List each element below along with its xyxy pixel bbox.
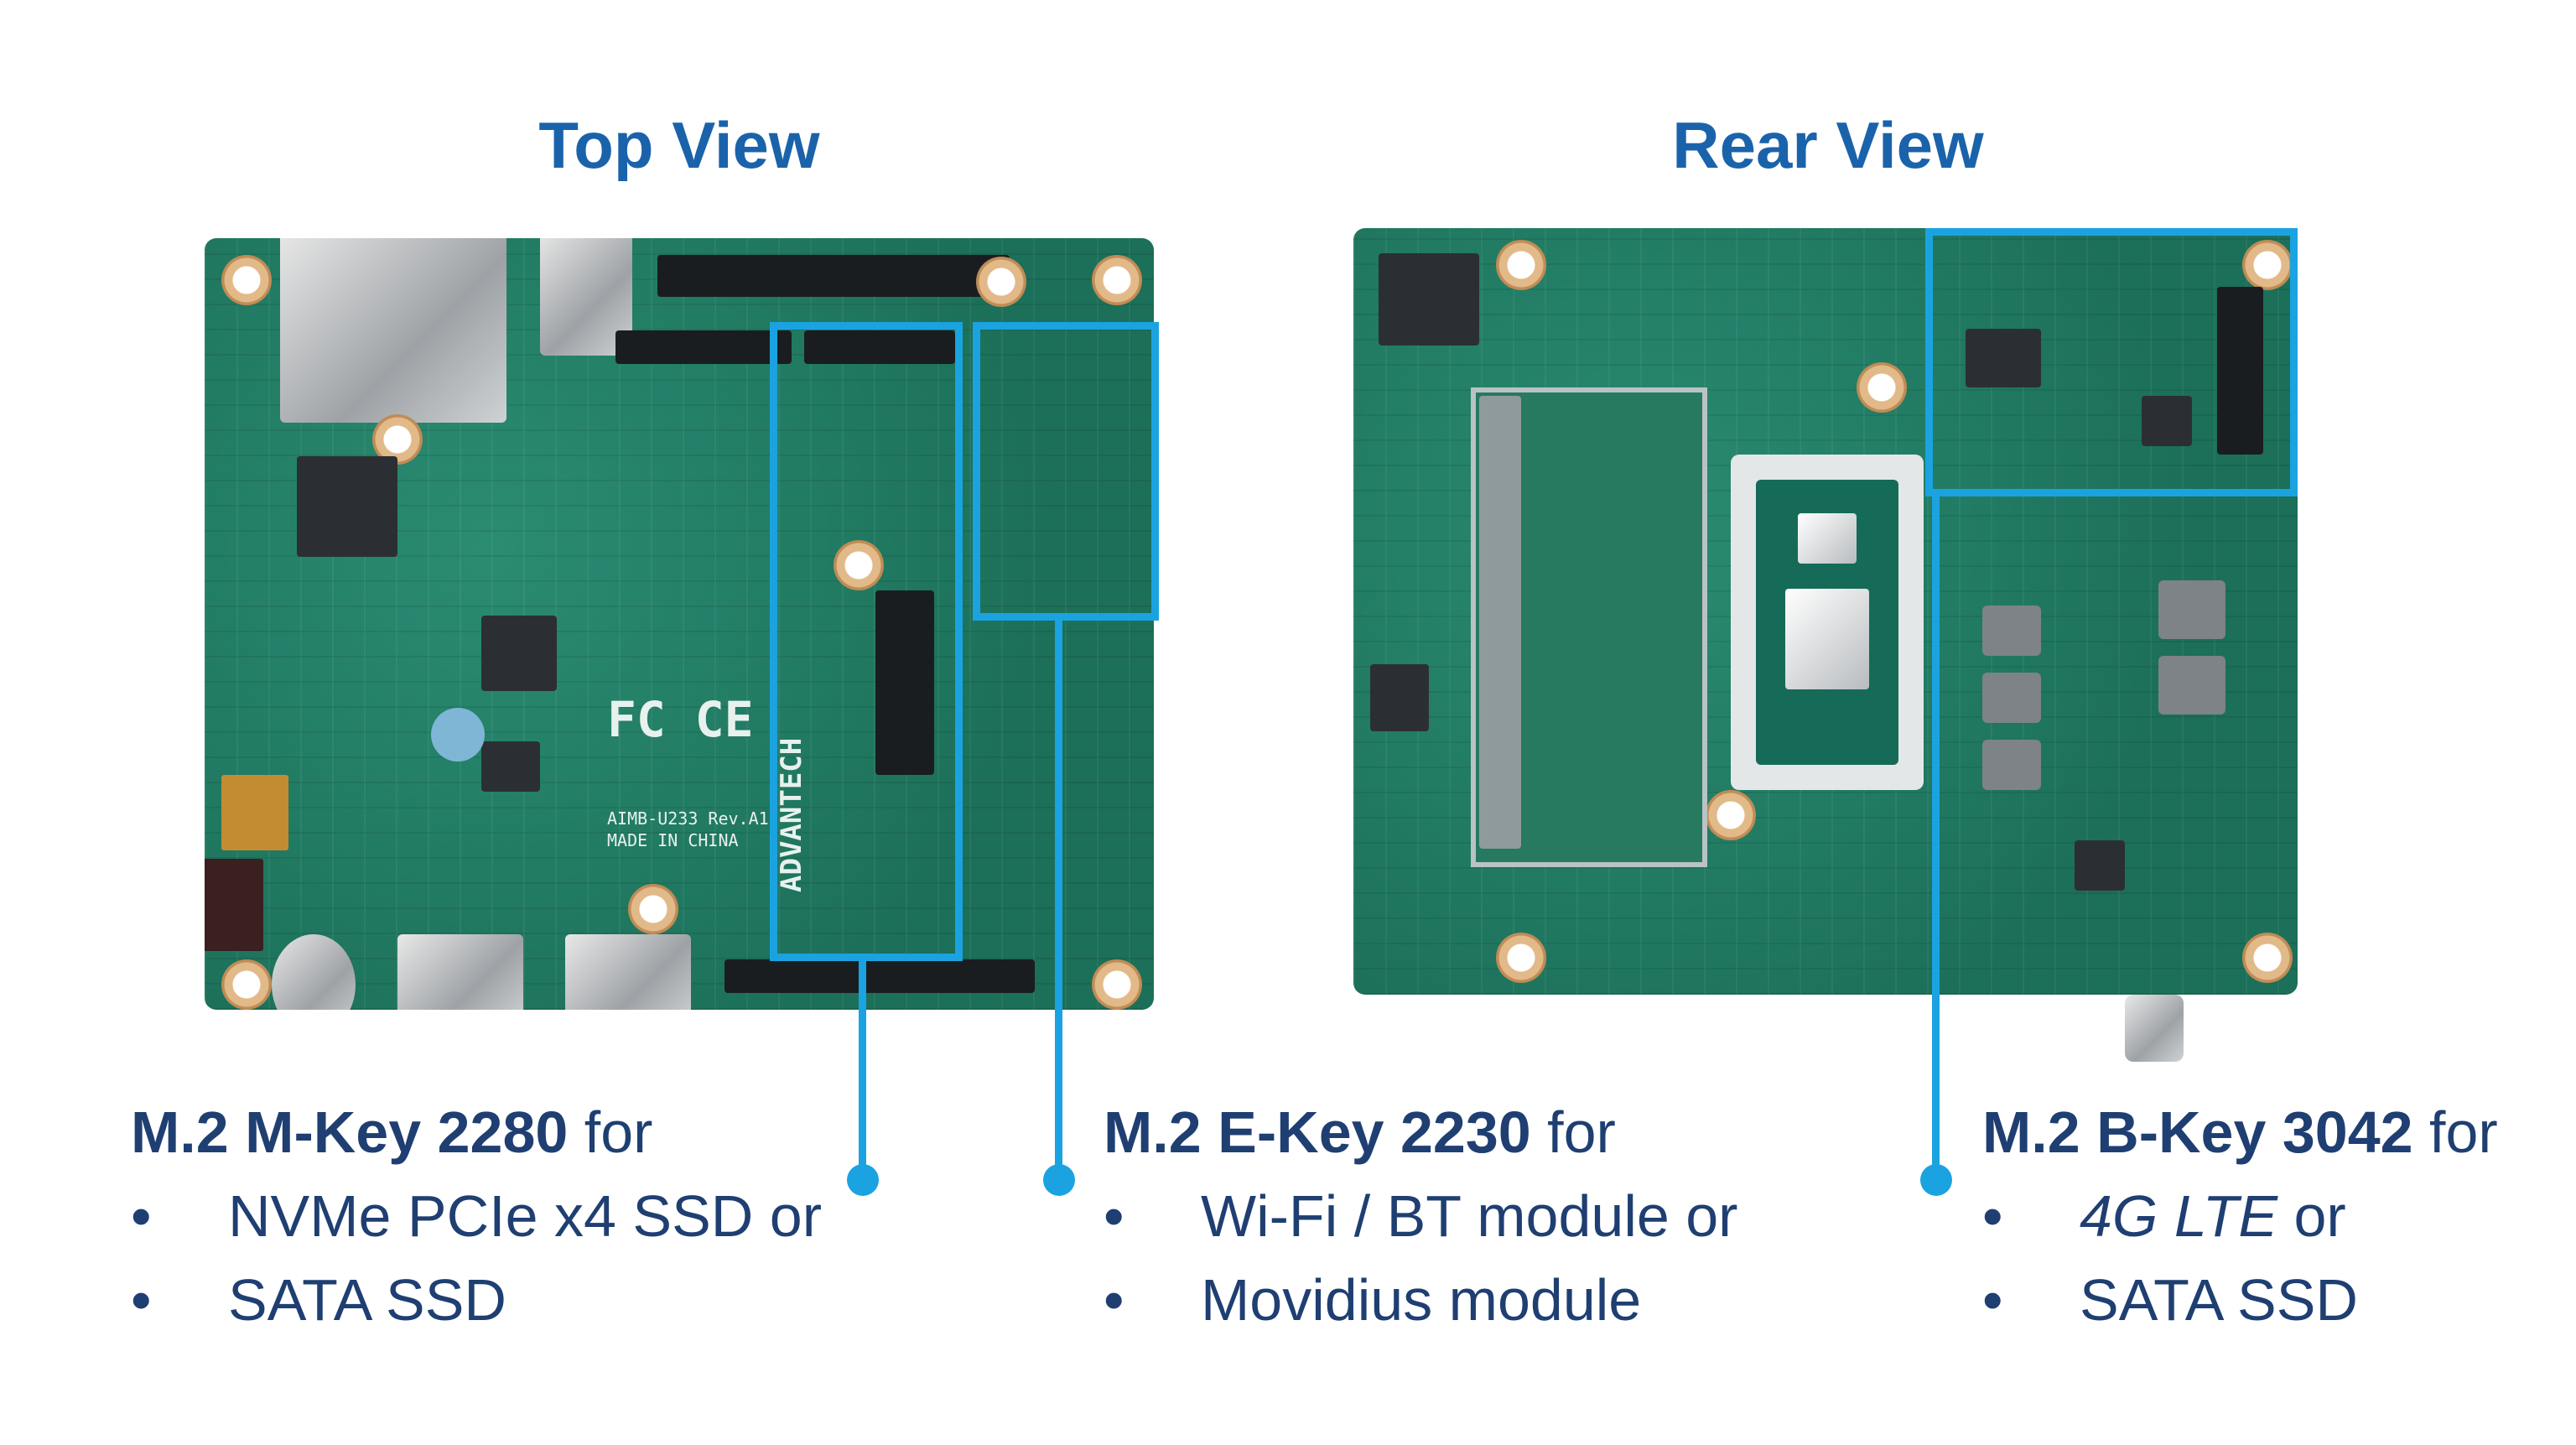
inductor <box>1982 673 2041 723</box>
m2-e-key-highlight <box>973 322 1159 621</box>
mounting-hole <box>976 257 1026 307</box>
top-view-board-image: FC CE AIMB-U233 Rev.A1 MADE IN CHINA ADV… <box>205 238 1154 1010</box>
m2-m-key-leader-dot <box>847 1164 879 1196</box>
bullet-item: Wi-Fi / BT module or <box>1104 1174 1738 1258</box>
ethernet-port <box>280 238 506 423</box>
chip <box>297 456 397 557</box>
m2-e-key-connector <box>804 330 955 364</box>
mounting-hole <box>1496 933 1546 983</box>
m2-b-key-highlight <box>1925 228 2298 496</box>
m2-m-key-label: M.2 M-Key 2280 for NVMe PCIe x4 SSD or S… <box>131 1090 822 1342</box>
pin-header <box>724 959 1035 993</box>
bullet-item: 4G LTE or <box>1982 1174 2498 1258</box>
mounting-hole <box>2242 240 2293 290</box>
inductor <box>2158 580 2225 639</box>
m2-m-key-highlight <box>770 322 963 961</box>
mounting-hole <box>221 255 272 305</box>
m2-b-key-leader-dot <box>1920 1164 1952 1196</box>
board-model-print: AIMB-U233 Rev.A1 <box>607 808 769 829</box>
inductor <box>1982 606 2041 656</box>
mounting-hole <box>1092 959 1142 1010</box>
pin-header <box>875 590 934 775</box>
m2-m-key-connector <box>615 330 792 364</box>
rear-view-board-image <box>1353 228 2298 995</box>
capacitor <box>431 708 485 761</box>
chip <box>2142 396 2192 446</box>
m2-standoff <box>834 540 884 590</box>
hdmi-port <box>397 934 523 1010</box>
m2-b-key-leader-line <box>1932 495 1940 1179</box>
power-connector <box>221 775 288 850</box>
bullet-item: SATA SSD <box>131 1258 822 1342</box>
m2-e-key-label: M.2 E-Key 2230 for Wi-Fi / BT module or … <box>1104 1090 1738 1342</box>
chip <box>1370 664 1429 731</box>
fcc-ce-mark: FC CE <box>607 691 754 748</box>
mounting-hole <box>2242 933 2293 983</box>
rear-view-title: Rear View <box>1672 108 1984 182</box>
bullet-item: Movidius module <box>1104 1258 1738 1342</box>
chip <box>2075 840 2125 891</box>
cpu-die-small <box>1798 513 1857 564</box>
chip <box>1379 253 1479 346</box>
m2-e-key-leader-line <box>1055 621 1062 1179</box>
chip <box>481 616 557 691</box>
m2-standoff <box>628 884 678 934</box>
sodimm-latch <box>1479 396 1521 849</box>
cpu-die-large <box>1785 589 1869 689</box>
mounting-hole <box>1706 790 1756 840</box>
m2-e-key-leader-dot <box>1043 1164 1075 1196</box>
pin-header <box>657 255 1010 297</box>
made-in-print: MADE IN CHINA <box>607 830 739 850</box>
antenna-connector <box>2125 995 2184 1062</box>
chip <box>481 741 540 792</box>
top-view-title: Top View <box>538 108 820 182</box>
m2-b-key-connector <box>2217 287 2263 455</box>
bullet-item: NVMe PCIe x4 SSD or <box>131 1174 822 1258</box>
mounting-hole <box>221 959 272 1010</box>
inductor <box>1982 740 2041 790</box>
m2-m-key-heading: M.2 M-Key 2280 for <box>131 1099 653 1165</box>
antenna-connector <box>272 934 356 1010</box>
m2-m-key-leader-line <box>859 961 866 1179</box>
bullet-item: SATA SSD <box>1982 1258 2498 1342</box>
mounting-hole <box>1857 362 1907 413</box>
inductor <box>205 859 263 951</box>
m2-b-key-label: M.2 B-Key 3042 for 4G LTE or SATA SSD <box>1982 1090 2498 1342</box>
chip <box>1966 329 2041 387</box>
inductor <box>2158 656 2225 715</box>
m2-b-key-heading: M.2 B-Key 3042 for <box>1982 1099 2498 1165</box>
hdmi-port <box>565 934 691 1010</box>
mounting-hole <box>1092 255 1142 305</box>
mounting-hole <box>1496 240 1546 290</box>
m2-e-key-heading: M.2 E-Key 2230 for <box>1104 1099 1616 1165</box>
